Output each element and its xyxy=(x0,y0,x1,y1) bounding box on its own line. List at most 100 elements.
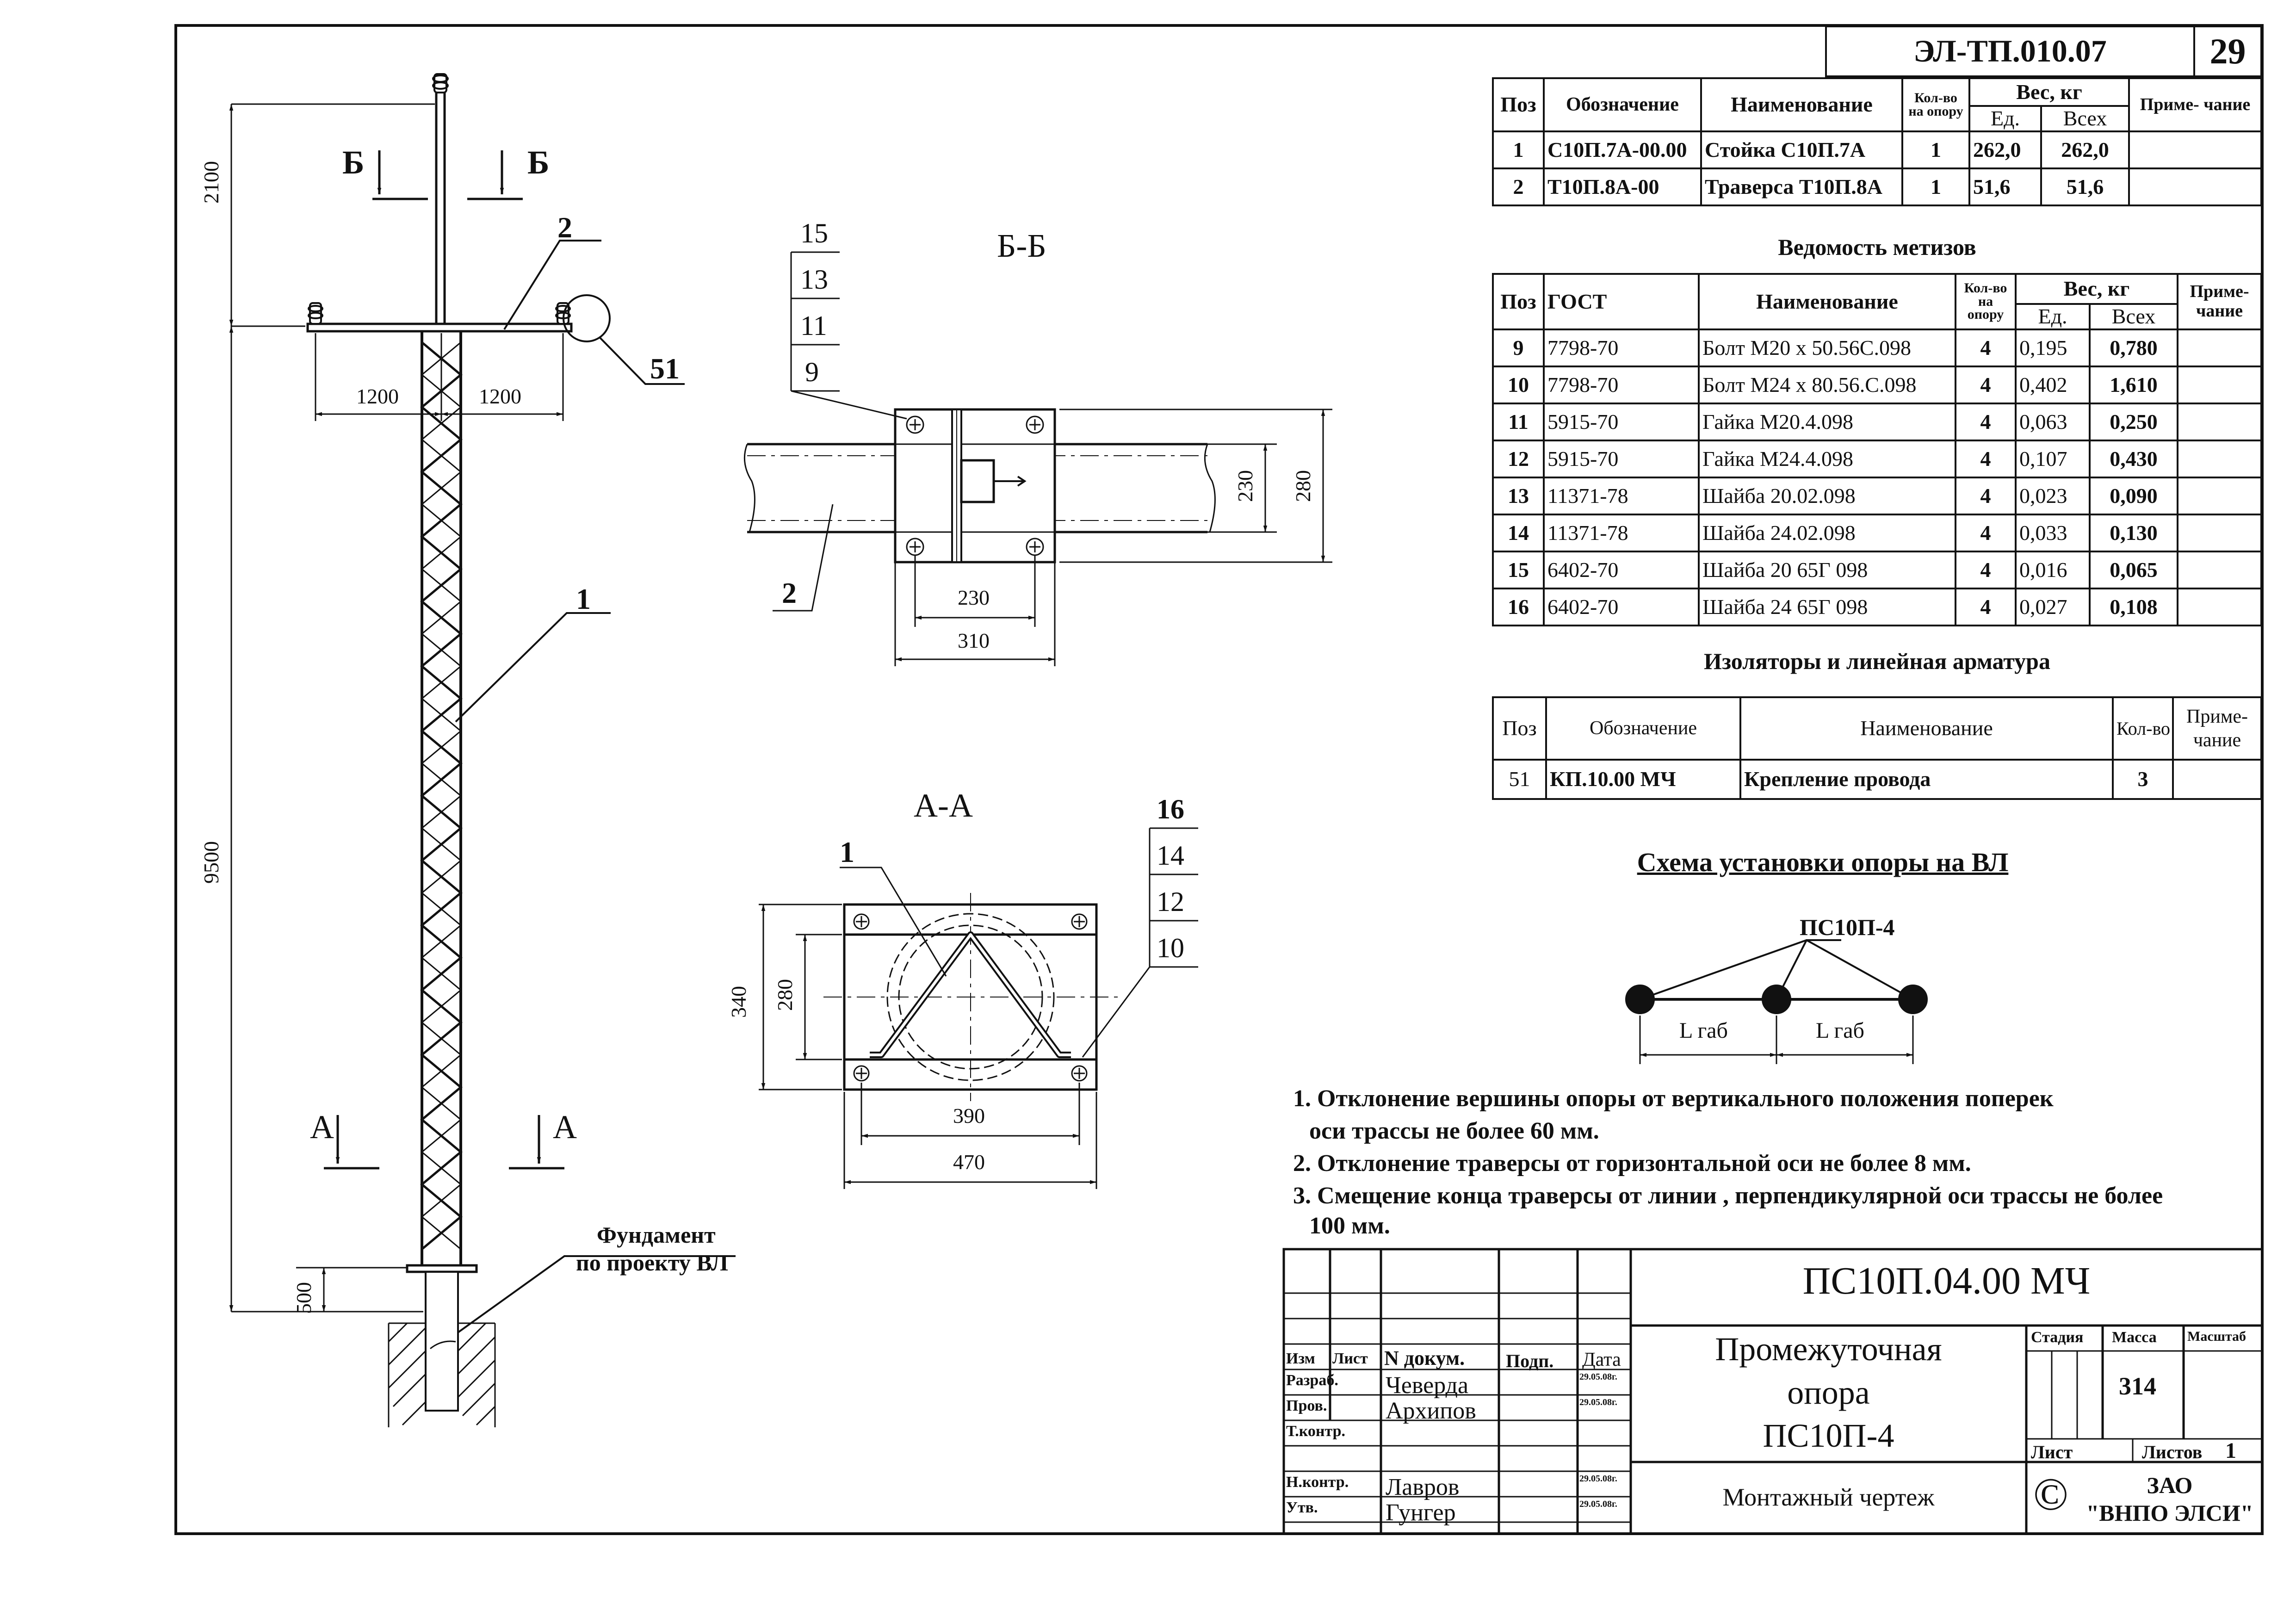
section-aa-callout-1: 1 xyxy=(840,836,854,868)
cell xyxy=(2177,477,2262,515)
person-name: Чеверда xyxy=(1386,1372,1469,1399)
cell: Гайка М20.4.098 xyxy=(1698,403,1956,441)
stack-label: 10 xyxy=(1157,933,1184,963)
cell: 0,430 xyxy=(2088,440,2179,478)
sheets-count: 1 xyxy=(2225,1438,2236,1463)
spec-table: Поз Обозначение Наименование Кол-во на о… xyxy=(1492,77,2262,206)
mass-value: 314 xyxy=(2119,1372,2156,1400)
cell: Шайба 24.02.098 xyxy=(1698,514,1956,552)
cell: Крепление провода xyxy=(1739,759,2114,800)
cell xyxy=(2172,759,2262,800)
cell: Болт М24 х 80.56.С.098 xyxy=(1698,365,1956,404)
stack-label: 14 xyxy=(1157,840,1184,871)
person-role: Разраб. xyxy=(1286,1372,1338,1389)
col-header: Всех xyxy=(2088,303,2179,330)
person-role: Пров. xyxy=(1286,1397,1327,1414)
cell: 1 xyxy=(1901,167,1970,206)
person-date: 29.05.08г. xyxy=(1579,1474,1617,1484)
col-header: Ед. xyxy=(2015,303,2091,330)
table-row: 51 КП.10.00 МЧ Крепление провода 3 xyxy=(1492,759,2262,800)
cell: 11371-78 xyxy=(1543,477,1700,515)
cell: Шайба 24 65Г 098 xyxy=(1698,588,1956,626)
section-bb-callout-2: 2 xyxy=(782,576,797,609)
col-header: Наименование xyxy=(1739,696,2114,761)
cell: 12 xyxy=(1492,440,1545,478)
section-a-left-label: А xyxy=(310,1109,334,1146)
cell: 1 xyxy=(1901,130,1970,169)
foundation-label: по проекту ВЛ xyxy=(576,1250,729,1276)
line-scheme xyxy=(1625,939,1928,1064)
drawing-name-line: опора xyxy=(1787,1374,1870,1411)
pole-elevation xyxy=(306,73,573,1427)
cell: 0,016 xyxy=(2015,551,2091,589)
col-header: Поз xyxy=(1492,696,1547,761)
cell: 0,033 xyxy=(2015,514,2091,552)
insulators-table: Поз Обозначение Наименование Кол-во Прим… xyxy=(1492,696,2262,800)
cell: 4 xyxy=(1955,551,2017,589)
table-row: 1 С10П.7А-00.00 Стойка С10П.7А 1 262,0 2… xyxy=(1492,130,2262,169)
top-insulator-icon xyxy=(432,73,449,93)
mass-label: Масса xyxy=(2112,1329,2157,1346)
cell xyxy=(2128,167,2262,206)
cell: 4 xyxy=(1955,403,2017,441)
col-label: Лист xyxy=(1332,1350,1368,1367)
cell: 0,090 xyxy=(2088,477,2179,515)
cell: 16 xyxy=(1492,588,1545,626)
cell: 4 xyxy=(1955,328,2017,367)
cell: 11371-78 xyxy=(1543,514,1700,552)
cell: 14 xyxy=(1492,514,1545,552)
cell: 51,6 xyxy=(1968,167,2042,206)
col-header: Обозначение xyxy=(1545,696,1741,761)
cell xyxy=(2177,588,2262,626)
section-b-right-label: Б xyxy=(527,144,550,181)
section-bb-title: Б-Б xyxy=(997,227,1046,264)
cell: 4 xyxy=(1955,365,2017,404)
title-block-frame xyxy=(1282,1248,2264,1535)
cell: 6402-70 xyxy=(1543,551,1700,589)
note-line: 100 мм. xyxy=(1309,1213,1390,1239)
cell: 0,780 xyxy=(2088,328,2179,367)
person-date: 29.05.08г. xyxy=(1579,1397,1617,1407)
col-header: Кол-во на опору xyxy=(1955,273,2017,330)
company-line: ЗАО xyxy=(2147,1472,2193,1498)
dim-280: 280 xyxy=(1291,470,1315,502)
cell: 0,063 xyxy=(2015,403,2091,441)
cell: 4 xyxy=(1955,477,2017,515)
cell: Т10П.8А-00 xyxy=(1543,167,1702,206)
cell xyxy=(2128,130,2262,169)
cell xyxy=(2177,551,2262,589)
table-row: 2 Т10П.8А-00 Траверса Т10П.8А 1 51,6 51,… xyxy=(1492,167,2262,206)
col-label: Подп. xyxy=(1506,1350,1554,1371)
dim-390: 390 xyxy=(953,1104,985,1127)
cell: 4 xyxy=(1955,440,2017,478)
cell: 11 xyxy=(1492,403,1545,441)
doc-code: ПС10П.04.00 МЧ xyxy=(1802,1259,2091,1302)
cell: 15 xyxy=(1492,551,1545,589)
callout-1: 1 xyxy=(576,582,591,615)
person-name: Архипов xyxy=(1386,1398,1476,1424)
ground-hatch xyxy=(388,1322,496,1427)
cell: 1,610 xyxy=(2088,365,2179,404)
sheet-label: Лист xyxy=(2031,1442,2073,1462)
cell: 51,6 xyxy=(2040,167,2130,206)
cell: 262,0 xyxy=(2040,130,2130,169)
scale-label: Масштаб xyxy=(2187,1329,2246,1344)
stack-label: 12 xyxy=(1157,886,1184,917)
cell xyxy=(2177,514,2262,552)
cell: Шайба 20 65Г 098 xyxy=(1698,551,1956,589)
section-aa-title: А-А xyxy=(914,787,973,824)
col-header: Обозначение xyxy=(1543,77,1702,132)
dim-2100: 2100 xyxy=(199,161,223,204)
cell: 0,027 xyxy=(2015,588,2091,626)
cell: Болт М20 х 50.56С.098 xyxy=(1698,328,1956,367)
cell: 262,0 xyxy=(1968,130,2042,169)
sheet-frame xyxy=(174,24,2264,1535)
col-header: Поз xyxy=(1492,77,1545,132)
stack-label: 15 xyxy=(800,218,828,248)
dim-230-horizontal: 230 xyxy=(958,586,990,609)
section-aa-view xyxy=(759,827,1198,1189)
